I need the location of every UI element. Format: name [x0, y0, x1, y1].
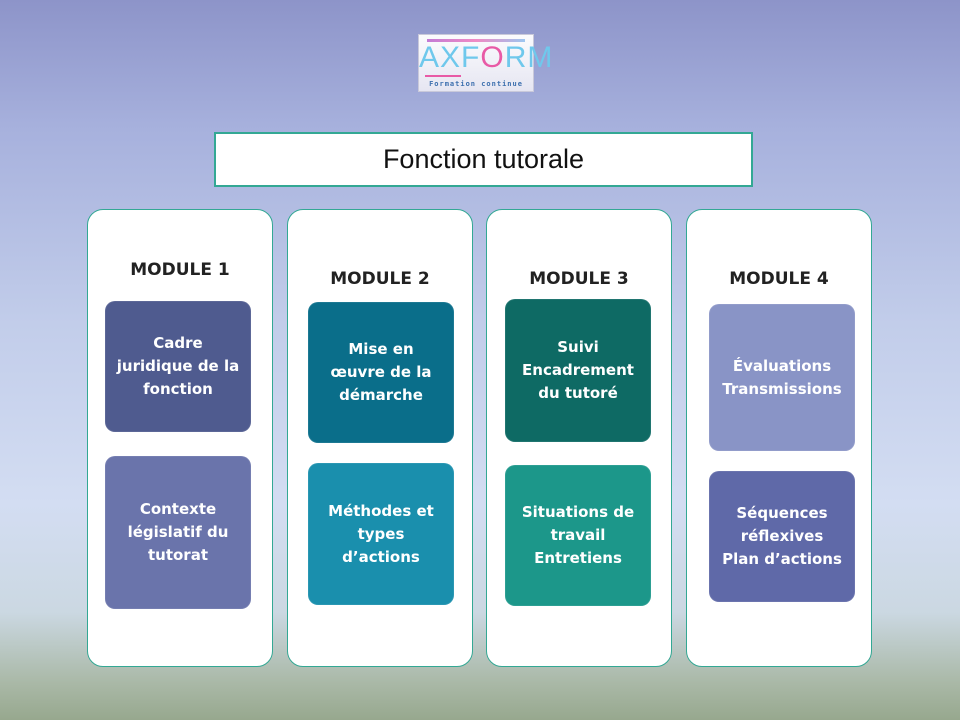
module-1-card-1: Cadre juridique de la fonction [105, 301, 251, 432]
module-3-column: MODULE 3 Suivi Encadrement du tutoré Sit… [486, 209, 672, 667]
logo-wordmark: AXFORM [419, 41, 554, 74]
logo-tagline: Formation continue [429, 80, 523, 88]
module-2-card-2: Méthodes et types d’actions [308, 463, 454, 605]
module-3-heading: MODULE 3 [529, 269, 629, 289]
diagram-title: Fonction tutorale [214, 132, 753, 187]
module-1-card-2: Contexte législatif du tutorat [105, 456, 251, 609]
module-4-column: MODULE 4 Évaluations Transmissions Séque… [686, 209, 872, 667]
logo-underline [425, 75, 461, 77]
module-3-card-1: Suivi Encadrement du tutoré [505, 299, 651, 442]
module-3-card-2: Situations de travail Entretiens [505, 465, 651, 606]
module-4-heading: MODULE 4 [729, 269, 829, 289]
module-2-heading: MODULE 2 [330, 269, 430, 289]
module-4-card-2: Séquences réflexives Plan d’actions [709, 471, 855, 602]
module-1-column: MODULE 1 Cadre juridique de la fonction … [87, 209, 273, 667]
axform-logo: AXFORM Formation continue [418, 34, 554, 92]
module-1-heading: MODULE 1 [130, 260, 230, 280]
module-4-card-1: Évaluations Transmissions [709, 304, 855, 451]
module-2-column: MODULE 2 Mise en œuvre de la démarche Mé… [287, 209, 473, 667]
logo-accent-line [427, 39, 525, 42]
module-2-card-1: Mise en œuvre de la démarche [308, 302, 454, 443]
